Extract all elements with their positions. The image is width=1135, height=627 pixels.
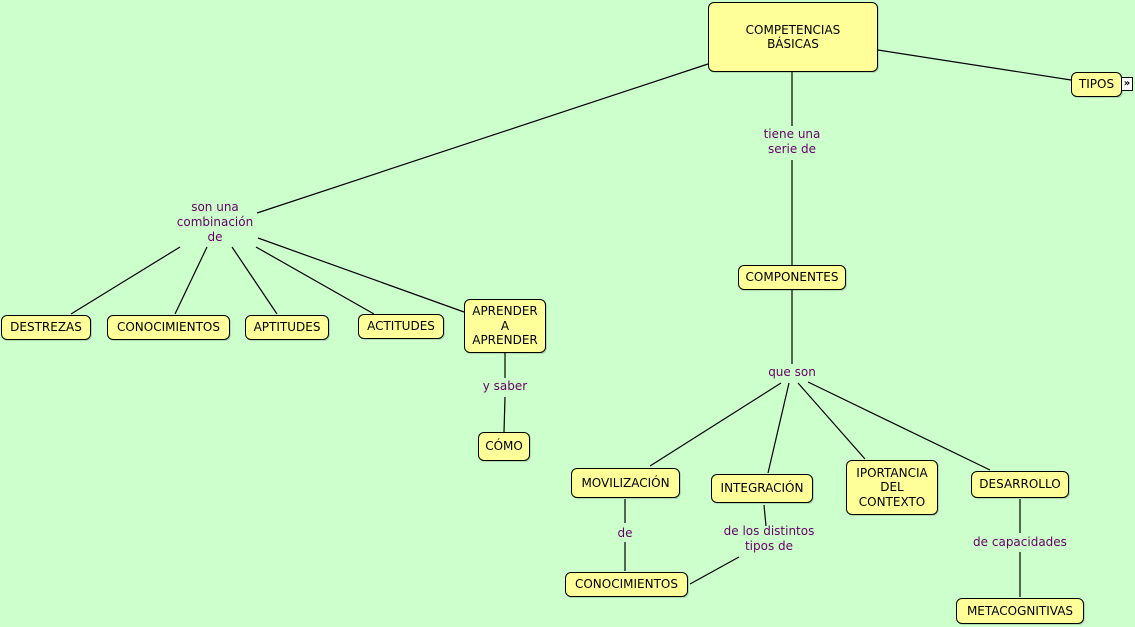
concept-aprender-a-aprender[interactable]: APRENDER A APRENDER: [464, 299, 546, 353]
concept-destrezas[interactable]: DESTREZAS: [1, 315, 91, 340]
link-queson-movilizacion: [649, 382, 782, 467]
phrase-y-saber: y saber: [482, 379, 528, 393]
link-queson-desarrollo: [807, 381, 991, 471]
concept-metacognitivas[interactable]: METACOGNITIVAS: [956, 598, 1084, 624]
link-distintos-conocimientos: [689, 556, 740, 585]
link-competencias-combinacion: [256, 63, 709, 214]
link-combinacion-actitudes: [255, 246, 375, 315]
phrase-de-capacidades: de capacidades: [973, 535, 1067, 549]
concept-integracion[interactable]: INTEGRACIÓN: [711, 474, 813, 503]
phrase-tiene-una-serie-de: tiene una serie de: [763, 127, 821, 156]
concept-movilizacion[interactable]: MOVILIZACIÓN: [571, 468, 680, 498]
concept-conocimientos[interactable]: CONOCIMIENTOS: [107, 315, 230, 340]
phrase-son-una-combinacion-de: son una combinación de: [176, 200, 254, 244]
link-queson-importancia: [797, 382, 866, 460]
link-combinacion-aprender: [257, 237, 465, 313]
link-combinacion-aptitudes: [231, 246, 278, 315]
concept-competencias-basicas[interactable]: COMPETENCIAS BÁSICAS: [708, 2, 878, 72]
link-queson-integracion: [767, 382, 790, 474]
concept-conocimientos-tipos[interactable]: CONOCIMIENTOS: [565, 572, 688, 597]
concept-aptitudes[interactable]: APTITUDES: [245, 315, 329, 340]
link-combinacion-destrezas: [70, 246, 181, 315]
concept-tipos[interactable]: TIPOS: [1071, 72, 1122, 97]
link-ysaber-como: [503, 396, 506, 433]
concept-actitudes[interactable]: ACTITUDES: [358, 314, 444, 339]
double-chevron-right-icon[interactable]: »: [1121, 77, 1133, 91]
phrase-de-los-distintos-tipos-de: de los distintos tipos de: [723, 524, 815, 553]
phrase-de: de: [617, 526, 633, 540]
link-competencias-tipos: [877, 49, 1072, 81]
concept-como[interactable]: CÓMO: [478, 432, 530, 461]
link-integracion-distintos: [763, 504, 767, 527]
concept-componentes[interactable]: COMPONENTES: [738, 265, 846, 290]
concept-importancia-del-contexto[interactable]: IPORTANCIA DEL CONTEXTO: [846, 460, 938, 515]
concept-desarrollo[interactable]: DESARROLLO: [971, 471, 1069, 498]
phrase-que-son: que son: [768, 365, 816, 379]
link-combinacion-conocimientos: [174, 246, 208, 315]
